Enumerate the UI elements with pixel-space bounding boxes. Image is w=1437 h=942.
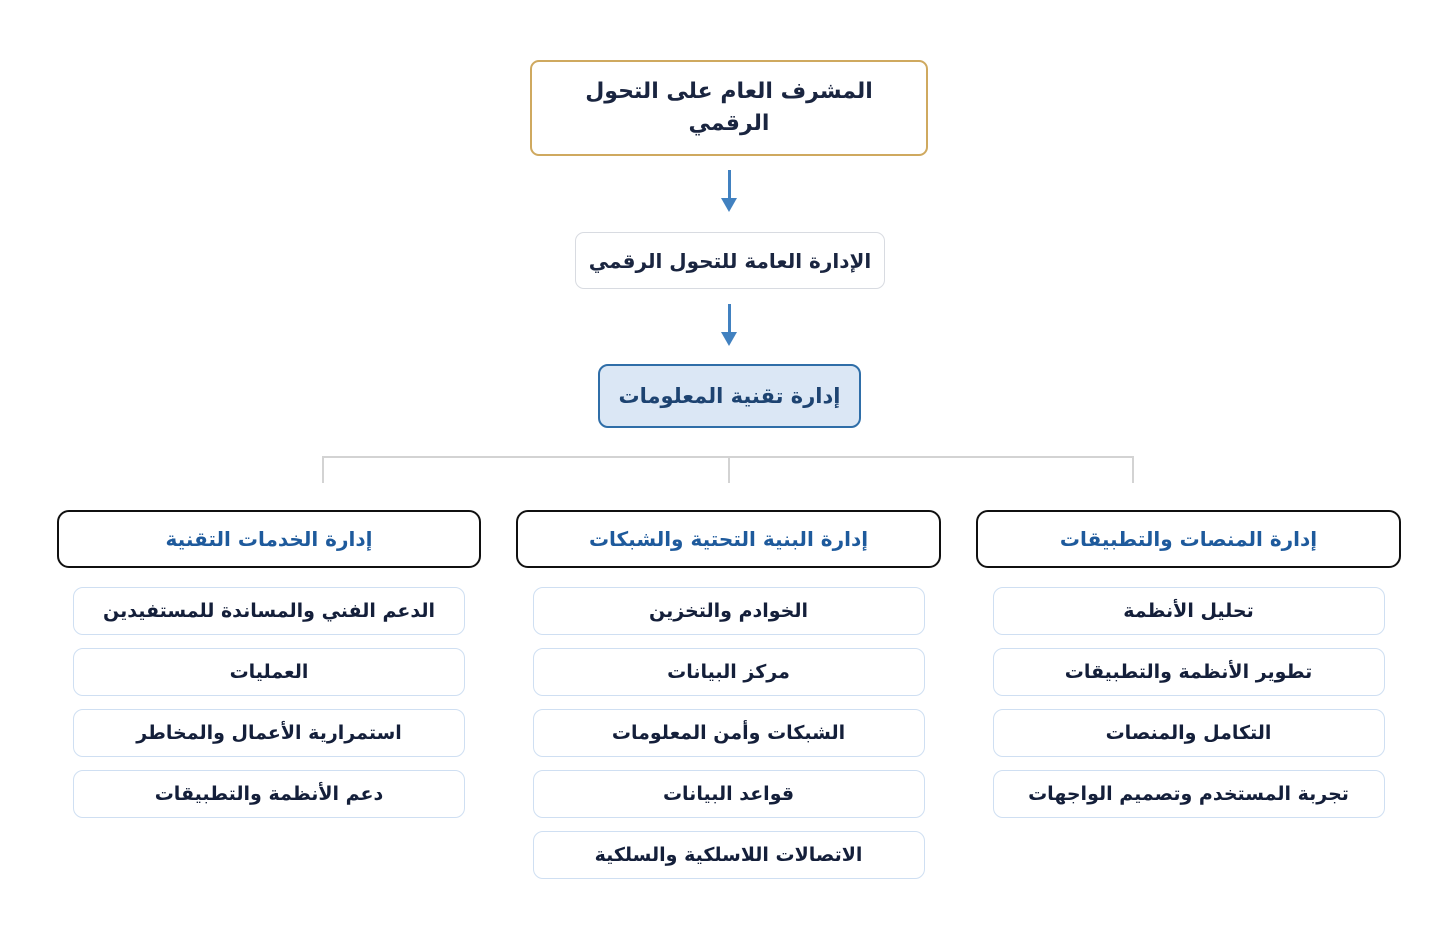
org-node-supervisor: المشرف العام على التحول الرقمي bbox=[530, 60, 928, 156]
branch-platforms-applications: إدارة المنصات والتطبيقات تحليل الأنظمة ت… bbox=[976, 510, 1401, 831]
branch-item: العمليات bbox=[73, 648, 465, 696]
connector-drop-middle bbox=[728, 456, 730, 483]
branch-items-list: الدعم الفني والمساندة للمستفيدين العمليا… bbox=[57, 587, 481, 818]
down-arrow-shaft bbox=[727, 304, 731, 333]
branch-item: الخوادم والتخزين bbox=[532, 587, 925, 635]
branch-header-platforms-applications: إدارة المنصات والتطبيقات bbox=[976, 510, 1401, 568]
org-node-general-administration: الإدارة العامة للتحول الرقمي bbox=[575, 232, 885, 289]
down-arrow-shaft bbox=[727, 170, 731, 199]
branch-item: تحليل الأنظمة bbox=[992, 587, 1385, 635]
branch-item: دعم الأنظمة والتطبيقات bbox=[73, 770, 465, 818]
branch-header-label: إدارة المنصات والتطبيقات bbox=[1059, 527, 1318, 551]
org-node-it-department: إدارة تقنية المعلومات bbox=[598, 364, 861, 428]
org-node-general-administration-label: الإدارة العامة للتحول الرقمي bbox=[588, 248, 872, 273]
branch-technical-services: إدارة الخدمات التقنية الدعم الفني والمسا… bbox=[57, 510, 481, 831]
branch-item: تطوير الأنظمة والتطبيقات bbox=[992, 648, 1385, 696]
branch-infrastructure-networks: إدارة البنية التحتية والشبكات الخوادم وا… bbox=[516, 510, 941, 892]
branch-item: تجربة المستخدم وتصميم الواجهات bbox=[992, 770, 1385, 818]
branch-item: الشبكات وأمن المعلومات bbox=[532, 709, 925, 757]
org-node-supervisor-label: المشرف العام على التحول الرقمي bbox=[585, 79, 873, 136]
branch-item: الدعم الفني والمساندة للمستفيدين bbox=[73, 587, 465, 635]
branch-item: الاتصالات اللاسلكية والسلكية bbox=[532, 831, 925, 879]
down-arrow-head bbox=[721, 198, 737, 212]
branch-header-label: إدارة البنية التحتية والشبكات bbox=[588, 527, 869, 551]
branch-item: استمرارية الأعمال والمخاطر bbox=[73, 709, 465, 757]
branch-header-label: إدارة الخدمات التقنية bbox=[165, 527, 373, 551]
branch-item: مركز البيانات bbox=[532, 648, 925, 696]
branch-item: قواعد البيانات bbox=[532, 770, 925, 818]
branch-header-infrastructure-networks: إدارة البنية التحتية والشبكات bbox=[516, 510, 941, 568]
branch-items-list: الخوادم والتخزين مركز البيانات الشبكات و… bbox=[516, 587, 941, 879]
connector-drop-right bbox=[1132, 456, 1134, 483]
branch-items-list: تحليل الأنظمة تطوير الأنظمة والتطبيقات ا… bbox=[976, 587, 1401, 818]
org-node-it-department-label: إدارة تقنية المعلومات bbox=[618, 384, 841, 408]
branch-item: التكامل والمنصات bbox=[992, 709, 1385, 757]
connector-drop-left bbox=[322, 456, 324, 483]
down-arrow-head bbox=[721, 332, 737, 346]
branch-header-technical-services: إدارة الخدمات التقنية bbox=[57, 510, 481, 568]
